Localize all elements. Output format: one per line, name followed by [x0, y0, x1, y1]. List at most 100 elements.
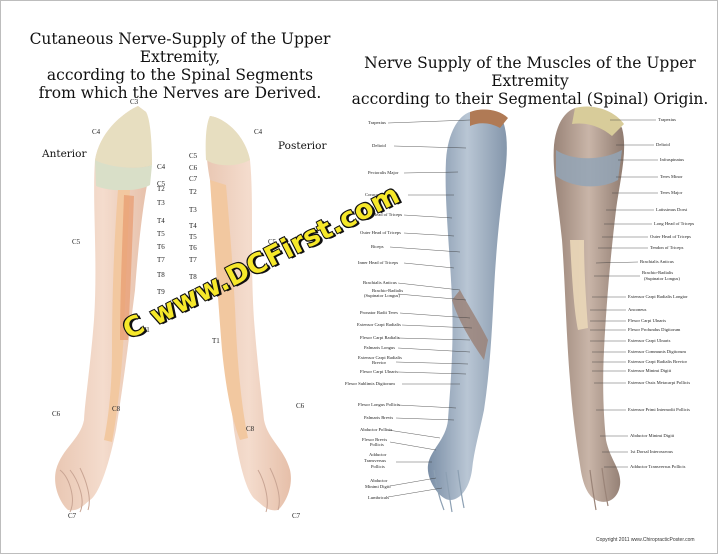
muscle-label: Pollicis [370, 442, 384, 447]
muscle-label: Deltoid [656, 142, 670, 147]
segment-label: T4 [157, 217, 165, 225]
muscle-label: Trapezius [658, 117, 676, 122]
left-title-line: according to the Spinal Segments [46, 66, 314, 84]
muscle-label: Extensor Carpi Radialis Brevior [628, 359, 688, 364]
segment-label: C3 [130, 98, 139, 106]
muscle-label: Biceps [371, 244, 384, 249]
muscle-label: Extensor Communis Digitorum [628, 349, 686, 354]
muscle-label: Flexor Brevis [362, 437, 388, 442]
right-title: Nerve Supply of the Muscles of the Upper… [350, 54, 710, 108]
muscle-label: Brachio-Radialis [642, 270, 674, 275]
left-title-line: Cutaneous Nerve-Supply of the Upper Extr… [29, 30, 331, 66]
segment-label: C8 [246, 425, 255, 433]
segment-label: T6 [189, 244, 197, 252]
muscle-label: Flexor Profundus Digitorum [628, 327, 681, 332]
segment-label: T2 [157, 185, 165, 193]
anterior-label: Anterior [42, 148, 87, 160]
posterior-muscle-arm [553, 106, 625, 511]
muscle-label: Outer Head of Triceps [650, 234, 691, 239]
segment-label: C6 [52, 410, 61, 418]
copyright-text: Copyright 2011 www.ChiropracticPoster.co… [596, 537, 695, 543]
muscle-label: Pectoralis Major [368, 170, 399, 175]
muscle-label: Pronator Radii Teres [360, 310, 398, 315]
segment-label: C8 [112, 405, 121, 413]
right-title-line: Nerve Supply of the Muscles of the Upper… [364, 54, 696, 90]
muscle-label: Latissimus Dorsi [656, 207, 688, 212]
segment-label: T6 [157, 243, 165, 251]
posterior-leader-lines [590, 119, 658, 468]
segment-label: C6 [296, 402, 305, 410]
muscle-label: Trapezius [368, 120, 386, 125]
muscle-label: Teres Minor [660, 174, 683, 179]
segment-label: T9 [157, 288, 165, 296]
segment-label: C4 [254, 128, 263, 136]
muscle-label: Adductor [369, 452, 387, 457]
segment-label: T7 [189, 256, 197, 264]
muscle-label: Extensor Carpi Ulnaris [628, 338, 671, 343]
segment-label: C5 [189, 152, 198, 160]
muscle-label: Transversus [364, 458, 387, 463]
anterior-muscle-arm [427, 109, 508, 513]
segment-label: T1 [212, 337, 220, 345]
muscle-label: Extensor Primi Internodii Pollicis [628, 407, 690, 412]
muscle-label: Coraco-Brachialis [365, 192, 399, 197]
muscle-label: Flexor Longus Pollicis [358, 402, 400, 407]
muscle-label: Extensor Carpi Radialis [358, 355, 402, 360]
segment-label: T9 [189, 292, 197, 300]
segment-label: C6 [189, 164, 198, 172]
muscle-label: Abductor Minimi Digiti [630, 433, 675, 438]
anterior-cutaneous-arm [55, 106, 152, 513]
muscle-label: Minimi Digiti [365, 484, 391, 489]
muscle-label: Extensor Carpi Radialis Longior [628, 294, 688, 299]
muscle-label: Long Head of Triceps [362, 212, 403, 217]
muscle-label: 1st Dorsal Interosseous [630, 449, 673, 454]
right-title-line: according to their Segmental (Spinal) Or… [351, 90, 709, 108]
segment-label: C5 [268, 238, 277, 246]
segment-label: C4 [157, 163, 166, 171]
muscle-label: Infraspinatus [660, 157, 684, 162]
posterior-label: Posterior [278, 140, 327, 152]
muscle-label: Brachialis Anticus [640, 259, 674, 264]
left-title-line: from which the Nerves are Derived. [38, 84, 322, 102]
posterior-cutaneous-arm [205, 116, 291, 513]
segment-label: T4 [189, 222, 197, 230]
segment-label: T1 [142, 326, 150, 334]
muscle-label: Tendon of Triceps [650, 245, 684, 250]
segment-label: T5 [189, 233, 197, 241]
muscle-label: Brevior [372, 360, 387, 365]
muscle-label: (Supinator Longus) [644, 276, 680, 281]
muscle-label: Adductor Transversus Pollicis [630, 464, 686, 469]
muscle-label: Extensor Carpi Radialis [357, 322, 401, 327]
muscle-label: Long Head of Triceps [654, 221, 695, 226]
muscle-label: Lumbricals [368, 495, 389, 500]
muscle-label: Inner Head of Triceps [358, 260, 399, 265]
muscle-label: Brachio-Radialis [372, 288, 404, 293]
muscle-label: Abductor Pollicis [360, 427, 393, 432]
muscle-label: Extensor Minimi Digiti [628, 368, 672, 373]
segment-label: T3 [189, 206, 197, 214]
segment-label: C5 [72, 238, 81, 246]
muscle-label: Flexor Carpi Radialis [360, 335, 400, 340]
muscle-label: Abductor [370, 478, 388, 483]
segment-label: T3 [157, 199, 165, 207]
segment-label: T7 [157, 256, 165, 264]
muscle-label: Extensor Ossis Metacarpi Pollicis [628, 380, 691, 385]
segment-label: C7 [292, 512, 301, 520]
muscle-label: Outer Head of Triceps [360, 230, 401, 235]
muscle-label: (Supinator Longus) [364, 293, 400, 298]
segment-label: C5 [157, 180, 166, 188]
segment-label: T5 [157, 230, 165, 238]
segment-label: T8 [157, 271, 165, 279]
muscle-label: Anconeus [628, 307, 647, 312]
segment-label: T8 [189, 273, 197, 281]
segment-label: C4 [92, 128, 101, 136]
muscle-label: Teres Major [660, 190, 683, 195]
muscle-label: Flexor Sublimis Digitorum [345, 381, 395, 386]
muscle-label: Flexor Carpi Ulnaris [360, 369, 399, 374]
left-title: Cutaneous Nerve-Supply of the Upper Extr… [10, 30, 350, 102]
segment-label: T2 [189, 188, 197, 196]
muscle-label: Palmaris Longus [364, 345, 396, 350]
anterior-leader-lines [387, 119, 473, 498]
muscle-label: Deltoid [372, 143, 386, 148]
